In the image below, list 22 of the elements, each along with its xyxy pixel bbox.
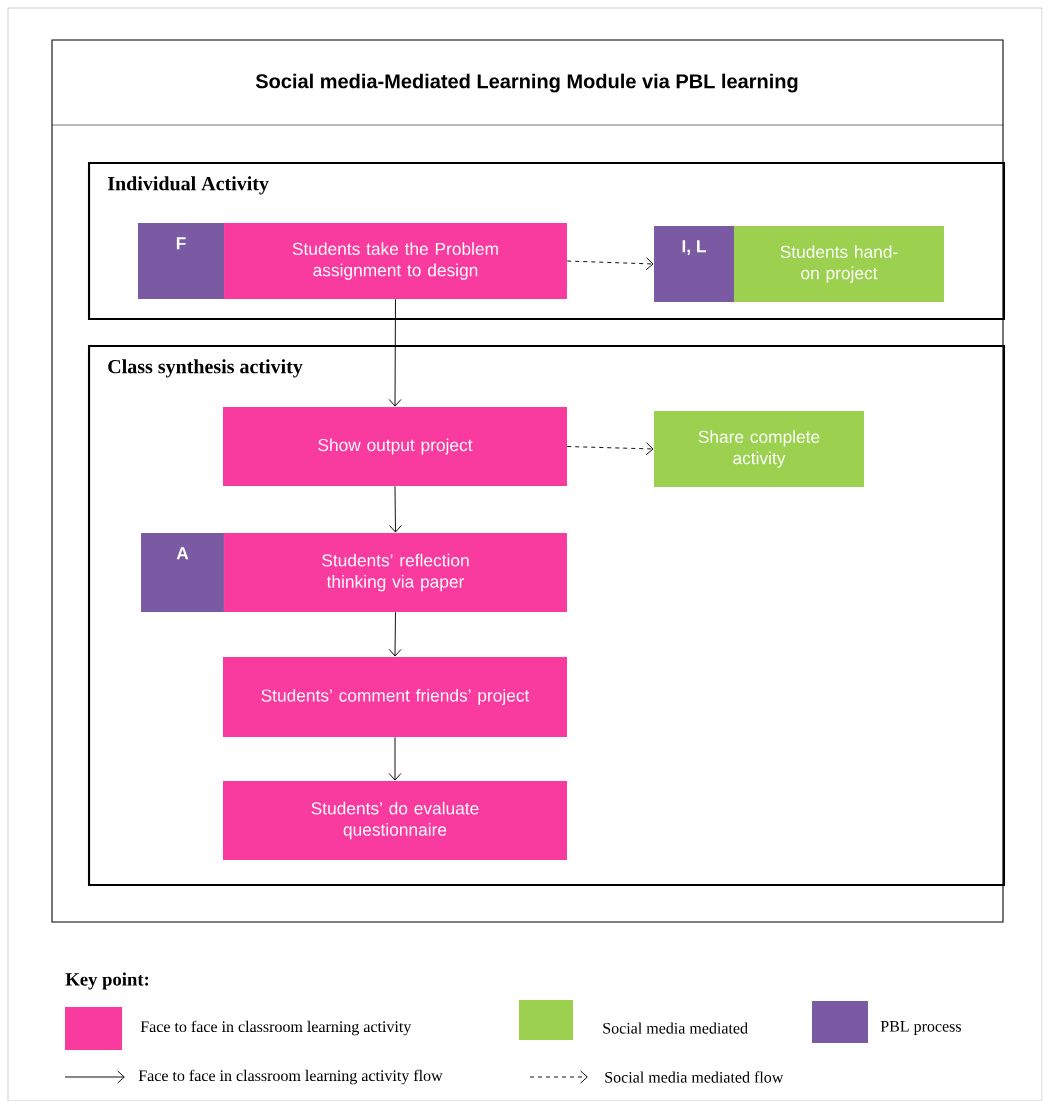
activity-box: Students’ do evaluate questionnaire [223,781,567,860]
pbl-tag: A [141,533,224,612]
pbl-tag: F [138,223,224,299]
social-media-box: Share complete activity [654,411,864,487]
pbl-tag: I, L [654,226,734,302]
activity-box: Show output project [223,407,567,486]
legend-text: Social media mediated [603,1022,748,1034]
legend-text: PBL process [880,1021,961,1035]
activity-box: Students take the Problem assignment to design [224,223,567,299]
legend-text: Social media mediated flow [605,1071,784,1083]
arrow [388,298,402,407]
legend-text: Face to face in classroom learning activity [140,1020,412,1036]
arrow [566,257,654,271]
arrow [388,611,402,657]
legend-text: Face to face in classroom learning activity flow [138,1069,443,1085]
legend-heading: Key point: [65,972,149,990]
activity-box: Students’ comment friends’ project [223,657,567,737]
social-media-box: Students hand-on project [734,226,944,302]
activity-box: Students’ reflection thinking via paper [224,533,567,612]
arrow [388,736,402,781]
arrow [566,442,654,456]
arrow [388,485,402,533]
